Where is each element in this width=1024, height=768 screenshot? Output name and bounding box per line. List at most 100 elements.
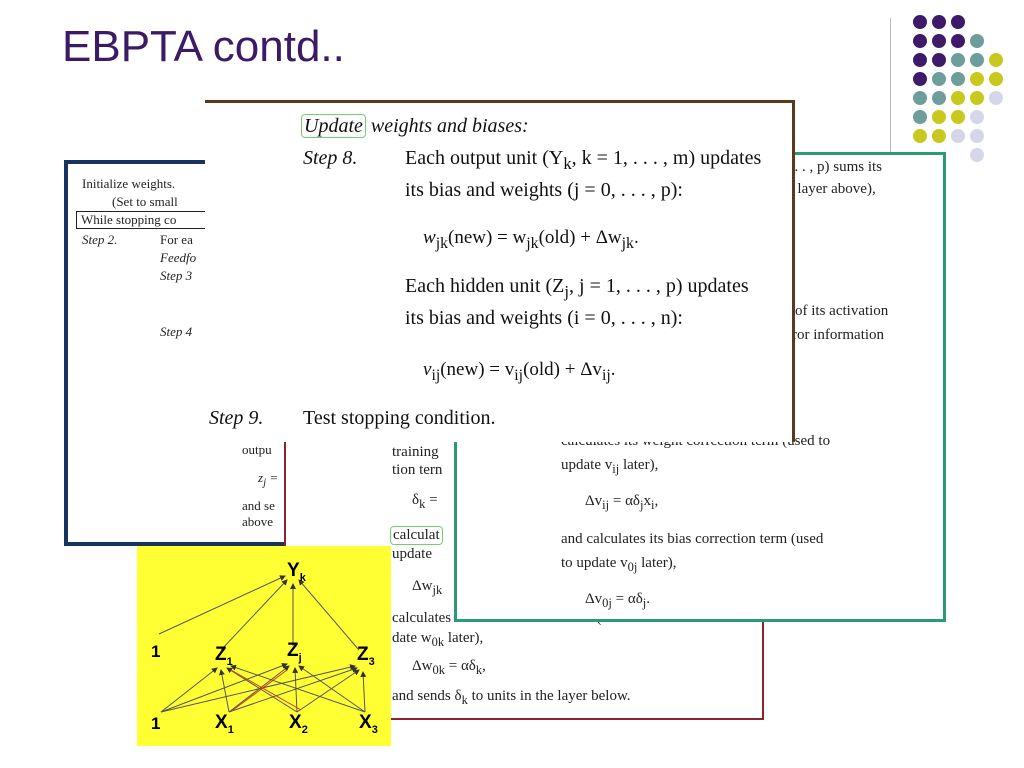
dot <box>951 34 965 48</box>
output-line: and sends δk to units in the layer below… <box>392 688 631 707</box>
init-eq: zj = <box>258 470 279 489</box>
dot <box>970 110 984 124</box>
title-divider <box>890 18 891 168</box>
dot <box>989 72 1003 86</box>
edge-highlight <box>232 669 288 711</box>
dot <box>913 129 927 143</box>
dot <box>951 53 965 67</box>
edge <box>158 575 286 635</box>
dot <box>989 91 1003 105</box>
hidden-line: . . . , p) sums its <box>787 159 883 175</box>
dot <box>932 129 946 143</box>
edge <box>296 669 360 713</box>
hidden-node-label: Zj <box>287 640 302 664</box>
edge <box>228 666 358 713</box>
input-node-label: X1 <box>215 712 234 736</box>
hidden-node-label: Z3 <box>357 644 375 668</box>
init-line: Feedfo <box>160 250 197 265</box>
input-node-label: X2 <box>289 712 308 736</box>
dot <box>932 53 946 67</box>
dot <box>932 34 946 48</box>
update-line: Test stopping condition. <box>303 407 496 429</box>
step-label: Step 3 <box>160 268 193 283</box>
slide-title: EBPTA contd.. <box>62 22 345 71</box>
hidden-line: rror information <box>787 327 885 343</box>
edge <box>360 671 367 713</box>
dot <box>913 110 927 124</box>
hidden-line: e layer above), <box>787 181 876 197</box>
output-eq: Δwjk <box>412 578 443 597</box>
output-line: training <box>392 444 439 460</box>
dot <box>932 91 946 105</box>
output-line: calculat <box>390 526 443 545</box>
dot <box>913 72 927 86</box>
dot <box>932 72 946 86</box>
hidden-eq: Δvij = αδjxi, <box>585 493 659 512</box>
hidden-eq: Δv0j = αδj. <box>585 591 651 610</box>
init-line: Initialize weights. <box>82 176 176 191</box>
dot <box>970 53 984 67</box>
step-label: Step 4 <box>160 324 193 339</box>
update-equation: wjk(new) = wjk(old) + Δwjk. <box>423 227 639 252</box>
input-node-label: X3 <box>359 712 378 736</box>
dot <box>932 110 946 124</box>
dot <box>932 15 946 29</box>
edge <box>228 665 290 713</box>
edge <box>226 667 298 713</box>
dot <box>970 129 984 143</box>
hidden-line: update vij later), <box>561 457 659 476</box>
network-edges <box>158 575 367 713</box>
update-heading: Update weights and biases: <box>301 114 529 138</box>
dot <box>913 91 927 105</box>
step-label: Step 2. <box>82 232 118 247</box>
init-line: outpu <box>242 442 272 457</box>
output-line: tion tern <box>392 462 443 478</box>
dot <box>913 34 927 48</box>
init-line: For ea <box>160 232 193 247</box>
output-eq: Δw0k = αδk, <box>412 658 486 677</box>
output-line: date w0k later), <box>392 630 484 649</box>
edge <box>160 667 218 713</box>
update-line: its bias and weights (i = 0, . . . , n): <box>405 307 683 329</box>
dot <box>970 148 984 162</box>
dot <box>989 53 1003 67</box>
dot <box>951 72 965 86</box>
dot <box>913 53 927 67</box>
hidden-line: to update v0j later), <box>561 555 677 574</box>
edge <box>218 669 230 713</box>
output-line: update <box>392 546 432 562</box>
output-node-label: Yk <box>287 560 306 584</box>
dot <box>951 91 965 105</box>
step-label: Step 8. <box>303 147 358 169</box>
edge <box>298 579 360 651</box>
edge <box>298 665 366 713</box>
init-line: above <box>242 514 274 529</box>
bias-node-hidden: 1 <box>151 642 161 661</box>
bias-node-input: 1 <box>151 714 161 733</box>
edge <box>292 667 299 713</box>
edge <box>160 664 356 713</box>
dot <box>951 15 965 29</box>
dot <box>970 34 984 48</box>
dot <box>913 15 927 29</box>
init-line: and se <box>242 498 275 513</box>
hidden-line: and calculates its bias correction term … <box>561 531 824 547</box>
init-line: (Set to small <box>112 194 178 209</box>
hidden-node-label: Z1 <box>215 644 233 668</box>
update-line: Each output unit (Yk, k = 1, . . . , m) … <box>405 147 762 173</box>
step-label: Step 9. <box>209 407 264 429</box>
edge-highlight <box>230 669 302 711</box>
dot <box>970 72 984 86</box>
network-diagram: Yk 1 Z1 Zj Z3 1 X1 X2 X3 <box>137 546 391 746</box>
dot <box>951 129 965 143</box>
dot <box>951 110 965 124</box>
edge <box>220 579 288 651</box>
update-equation: vij(new) = vij(old) + Δvij. <box>423 359 616 384</box>
hidden-line: of its activation <box>795 303 889 319</box>
dot <box>970 91 984 105</box>
output-eq: δk = <box>412 492 438 511</box>
card-update-weights: Update weights and biases: Step 8. Each … <box>205 100 795 442</box>
update-line: its bias and weights (j = 0, . . . , p): <box>405 179 683 201</box>
update-line: Each hidden unit (Zj, j = 1, . . . , p) … <box>405 275 749 301</box>
edge <box>230 664 366 713</box>
